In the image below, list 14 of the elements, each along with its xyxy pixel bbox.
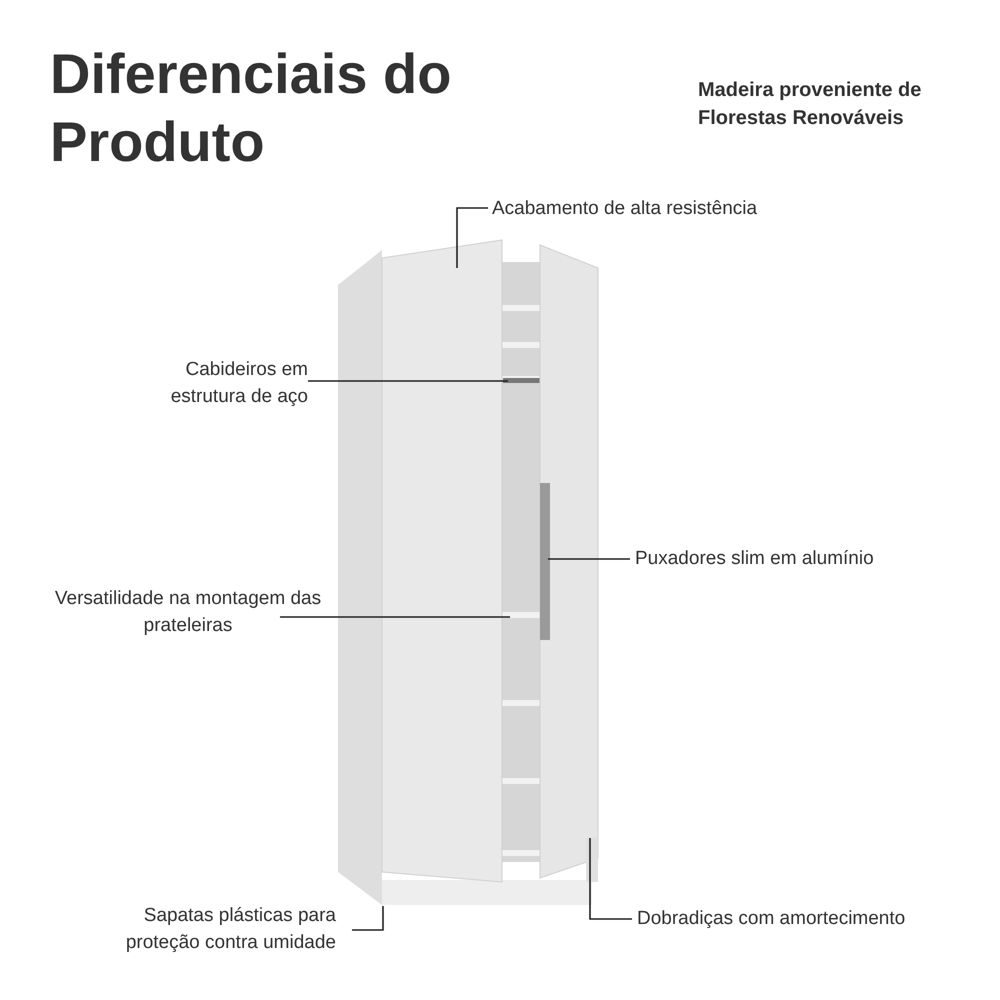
callout-text: Sapatas plásticas para proteção contra umidade [124,904,336,955]
title: Diferenciais do Produto [50,41,452,175]
callout-text: Cabideiros em estrutura de aço [170,358,308,409]
callout-text: Acabamento de alta resistência [492,197,758,221]
leader-line [589,838,632,920]
leader-line [548,558,630,560]
leader-line [280,616,510,618]
callout-text: Versatilidade na montagem das prateleiras [54,587,322,638]
note-text: Madeira proveniente de Florestas Renováveis [698,78,922,131]
leader-line [352,906,384,931]
leader-line [456,207,488,268]
leader-line [308,380,508,382]
callout-text: Dobradiças com amortecimento [637,907,906,931]
callout-text: Puxadores slim em alumínio [635,547,875,571]
